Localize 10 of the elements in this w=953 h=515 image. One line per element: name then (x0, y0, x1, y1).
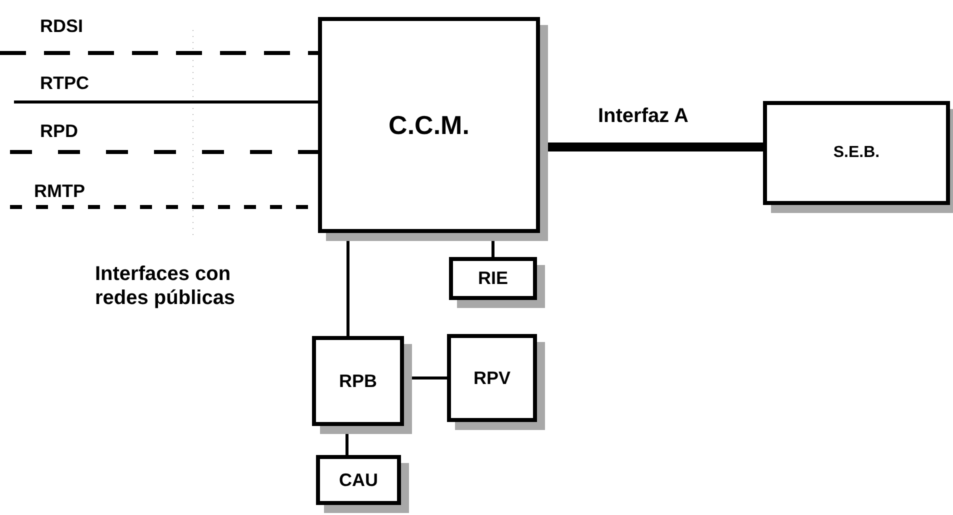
network-line (10, 150, 318, 154)
block-label: S.E.B. (833, 144, 880, 162)
block-label: RPV (473, 368, 510, 388)
block-label: RPB (338, 370, 377, 392)
network-line (14, 100, 318, 104)
network-line (0, 51, 318, 55)
note-text: Interfaces con redes públicas (95, 262, 236, 310)
block-label: C.C.M. (388, 110, 470, 140)
block-label: RIE (478, 268, 508, 289)
block-label: CAU (339, 470, 378, 490)
